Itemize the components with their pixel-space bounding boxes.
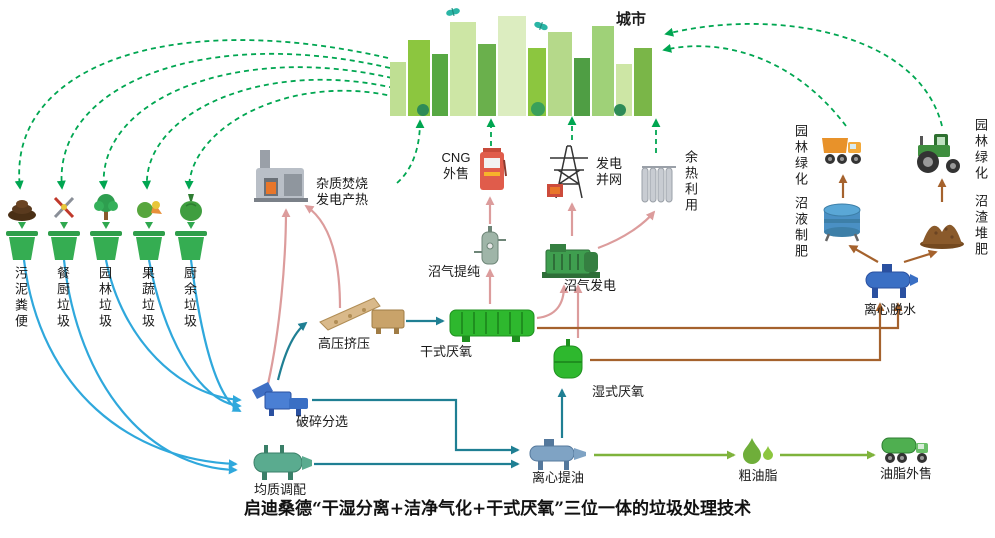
wet-anaerobic-label: 湿式厌氧	[592, 384, 645, 399]
dewatering-label: 离心脱水	[863, 302, 916, 317]
waste-source-label: 园林垃圾	[97, 266, 112, 330]
homogenizer-icon	[250, 444, 314, 487]
hp-extrusion-label: 高压挤压	[317, 336, 370, 351]
butterfly-icon	[446, 7, 460, 17]
waste-source-label: 污泥粪便	[13, 266, 28, 330]
collection-bin-icon	[132, 222, 166, 267]
dewatering-machine-icon	[862, 262, 918, 305]
dry-anaerobic-label: 干式厌氧	[419, 344, 472, 359]
waste-heat-label: 余热利用	[683, 150, 698, 214]
slurry-tank-icon	[820, 200, 865, 247]
collection-bin-icon	[174, 222, 208, 267]
slurry-fertilizer-label: 沼液制肥	[793, 196, 808, 260]
waste-bag-icon	[176, 192, 206, 227]
city-label: 城市	[615, 11, 646, 28]
diagram-title: 启迪桑德“干湿分离+洁净气化+干式厌氧”三位一体的垃圾处理技术	[243, 499, 752, 519]
dry-anaerobic-icon	[448, 306, 536, 349]
sludge-icon	[7, 194, 37, 227]
waste-source-label: 厨余垃圾	[182, 266, 197, 330]
grease-sale-label: 油脂外售	[879, 466, 932, 481]
grid-connect-label: 发电 并网	[596, 156, 623, 187]
crude-grease-label: 粗油脂	[738, 468, 778, 483]
biogas-genset-icon	[540, 238, 602, 285]
incinerator-icon	[252, 148, 312, 209]
power-tower-icon	[546, 138, 592, 205]
city-skyline	[390, 7, 652, 116]
greening-left-label: 园林绿化	[793, 124, 808, 188]
residue-compost-label: 沼渣堆肥	[973, 194, 988, 258]
cng-pump-icon	[477, 146, 507, 199]
oil-extractor-icon	[526, 438, 590, 477]
biogas-purify-icon	[472, 226, 508, 273]
collection-bin-icon	[5, 222, 39, 267]
utensils-icon	[49, 194, 79, 227]
compost-pile-icon	[918, 205, 966, 255]
cng-sale-label: CNG 外售	[441, 150, 471, 181]
butterfly-icon	[534, 21, 548, 31]
radiator-icon	[640, 162, 678, 209]
incineration-label: 杂质焚烧 发电产热	[316, 176, 369, 207]
dump-truck-icon	[818, 128, 866, 175]
homogenize-label: 均质调配	[254, 482, 307, 497]
waste-source-label: 餐厨垃圾	[55, 266, 70, 330]
crushing-label: 破碎分选	[296, 414, 349, 429]
tree-icon	[91, 192, 121, 227]
collection-bin-icon	[47, 222, 81, 267]
crusher-icon	[250, 380, 312, 423]
wet-anaerobic-icon	[546, 338, 590, 387]
waste-source-label: 果蔬垃圾	[140, 266, 155, 330]
biogas-power-label: 沼气发电	[563, 278, 616, 293]
arrows-city-to-waste-sources	[14, 39, 397, 190]
tractor-icon	[912, 130, 964, 180]
biogas-purify-label: 沼气提纯	[428, 264, 481, 279]
produce-icon	[134, 194, 164, 227]
grease-drop-icon	[740, 436, 776, 473]
collection-bin-icon	[89, 222, 123, 267]
greening-right-label: 园林绿化	[973, 118, 988, 182]
oil-extract-label: 离心提油	[532, 470, 585, 485]
tank-truck-icon	[880, 430, 932, 471]
city-illustration: 城市	[388, 4, 660, 116]
hp-extrusion-icon	[318, 294, 408, 341]
